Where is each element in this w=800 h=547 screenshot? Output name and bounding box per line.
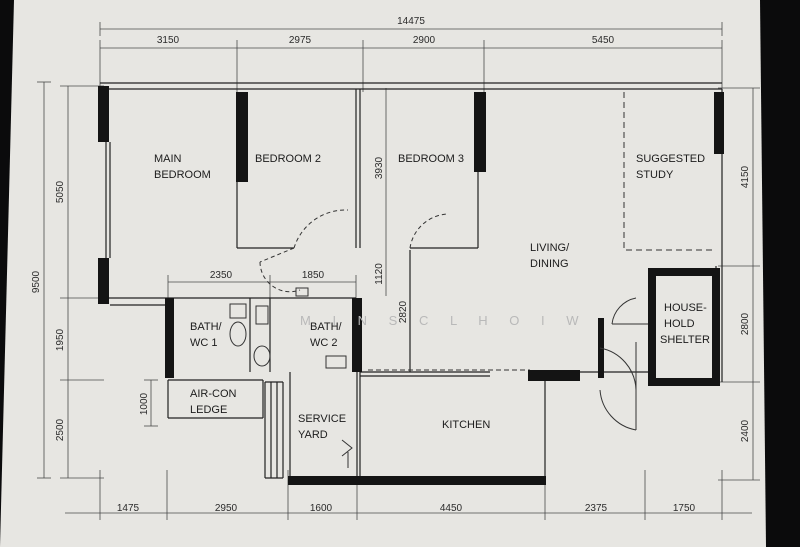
dim-bedroom3-depth: 3930 [374, 156, 385, 179]
dim-left-1: 5050 [55, 180, 66, 203]
suggested-study-boundary [623, 92, 716, 251]
dim-top-4: 5450 [592, 35, 615, 46]
room-labels: MAIN BEDROOM BEDROOM 2 BEDROOM 3 SUGGEST… [154, 153, 710, 441]
sanitary-fixtures [229, 287, 353, 468]
label-service-line2: YARD [298, 429, 328, 441]
dim-overall-height: 9500 [31, 270, 42, 293]
dim-bottom-1: 1475 [117, 503, 140, 514]
door-swings [259, 209, 449, 293]
dim-bottom-4: 4450 [440, 503, 463, 514]
label-bedroom2: BEDROOM 2 [255, 153, 321, 165]
dim-right-3: 2400 [740, 419, 751, 442]
label-bath2-line1: BATH/ [310, 321, 343, 333]
label-shelter-line1: HOUSE- [664, 302, 707, 314]
label-aircon-line2: LEDGE [190, 404, 227, 416]
dim-bath-span-1: 2350 [210, 270, 233, 281]
dim-right-2: 2800 [740, 312, 751, 335]
label-shelter-line3: SHELTER [660, 334, 710, 346]
label-main-bedroom-line1: MAIN [154, 153, 182, 165]
label-study-line2: STUDY [636, 169, 674, 181]
dim-bottom-5: 2375 [585, 503, 608, 514]
dimension-labels: 14475 3150 2975 2900 5450 1475 2950 1600… [31, 16, 751, 514]
dim-bath-span-2: 1850 [302, 270, 325, 281]
label-bedroom3: BEDROOM 3 [398, 153, 464, 165]
dim-top-2: 2975 [289, 35, 312, 46]
label-service-line1: SERVICE [298, 413, 346, 425]
dim-corridor-1120: 1120 [374, 263, 385, 285]
dim-top-1: 3150 [157, 35, 180, 46]
dim-bottom-6: 1750 [673, 503, 696, 514]
label-bath1-line1: BATH/ [190, 321, 223, 333]
dim-left-2: 1950 [55, 328, 66, 351]
dim-bottom-2: 2950 [215, 503, 238, 514]
dim-bottom-3: 1600 [310, 503, 333, 514]
label-living-line1: LIVING/ [530, 242, 570, 254]
label-living-line2: DINING [530, 258, 569, 270]
label-shelter-line2: HOLD [664, 318, 695, 330]
label-bath1-line2: WC 1 [190, 337, 218, 349]
door-arcs [599, 297, 648, 431]
dim-right-1: 4150 [740, 165, 751, 188]
dim-overall-width: 14475 [397, 16, 425, 27]
paper [0, 0, 766, 547]
label-main-bedroom-line2: BEDROOM [154, 169, 211, 181]
label-kitchen: KITCHEN [442, 419, 490, 431]
dim-left-3: 2500 [55, 418, 66, 441]
dim-top-3: 2900 [413, 35, 436, 46]
label-bath2-line2: WC 2 [310, 337, 338, 349]
label-aircon-line1: AIR-CON [190, 388, 237, 400]
label-study-line1: SUGGESTED [636, 153, 705, 165]
dim-aircon-depth: 1000 [139, 392, 150, 415]
watermark: M I N S C L H O I W [300, 313, 588, 328]
dim-corridor-2820: 2820 [398, 300, 409, 323]
